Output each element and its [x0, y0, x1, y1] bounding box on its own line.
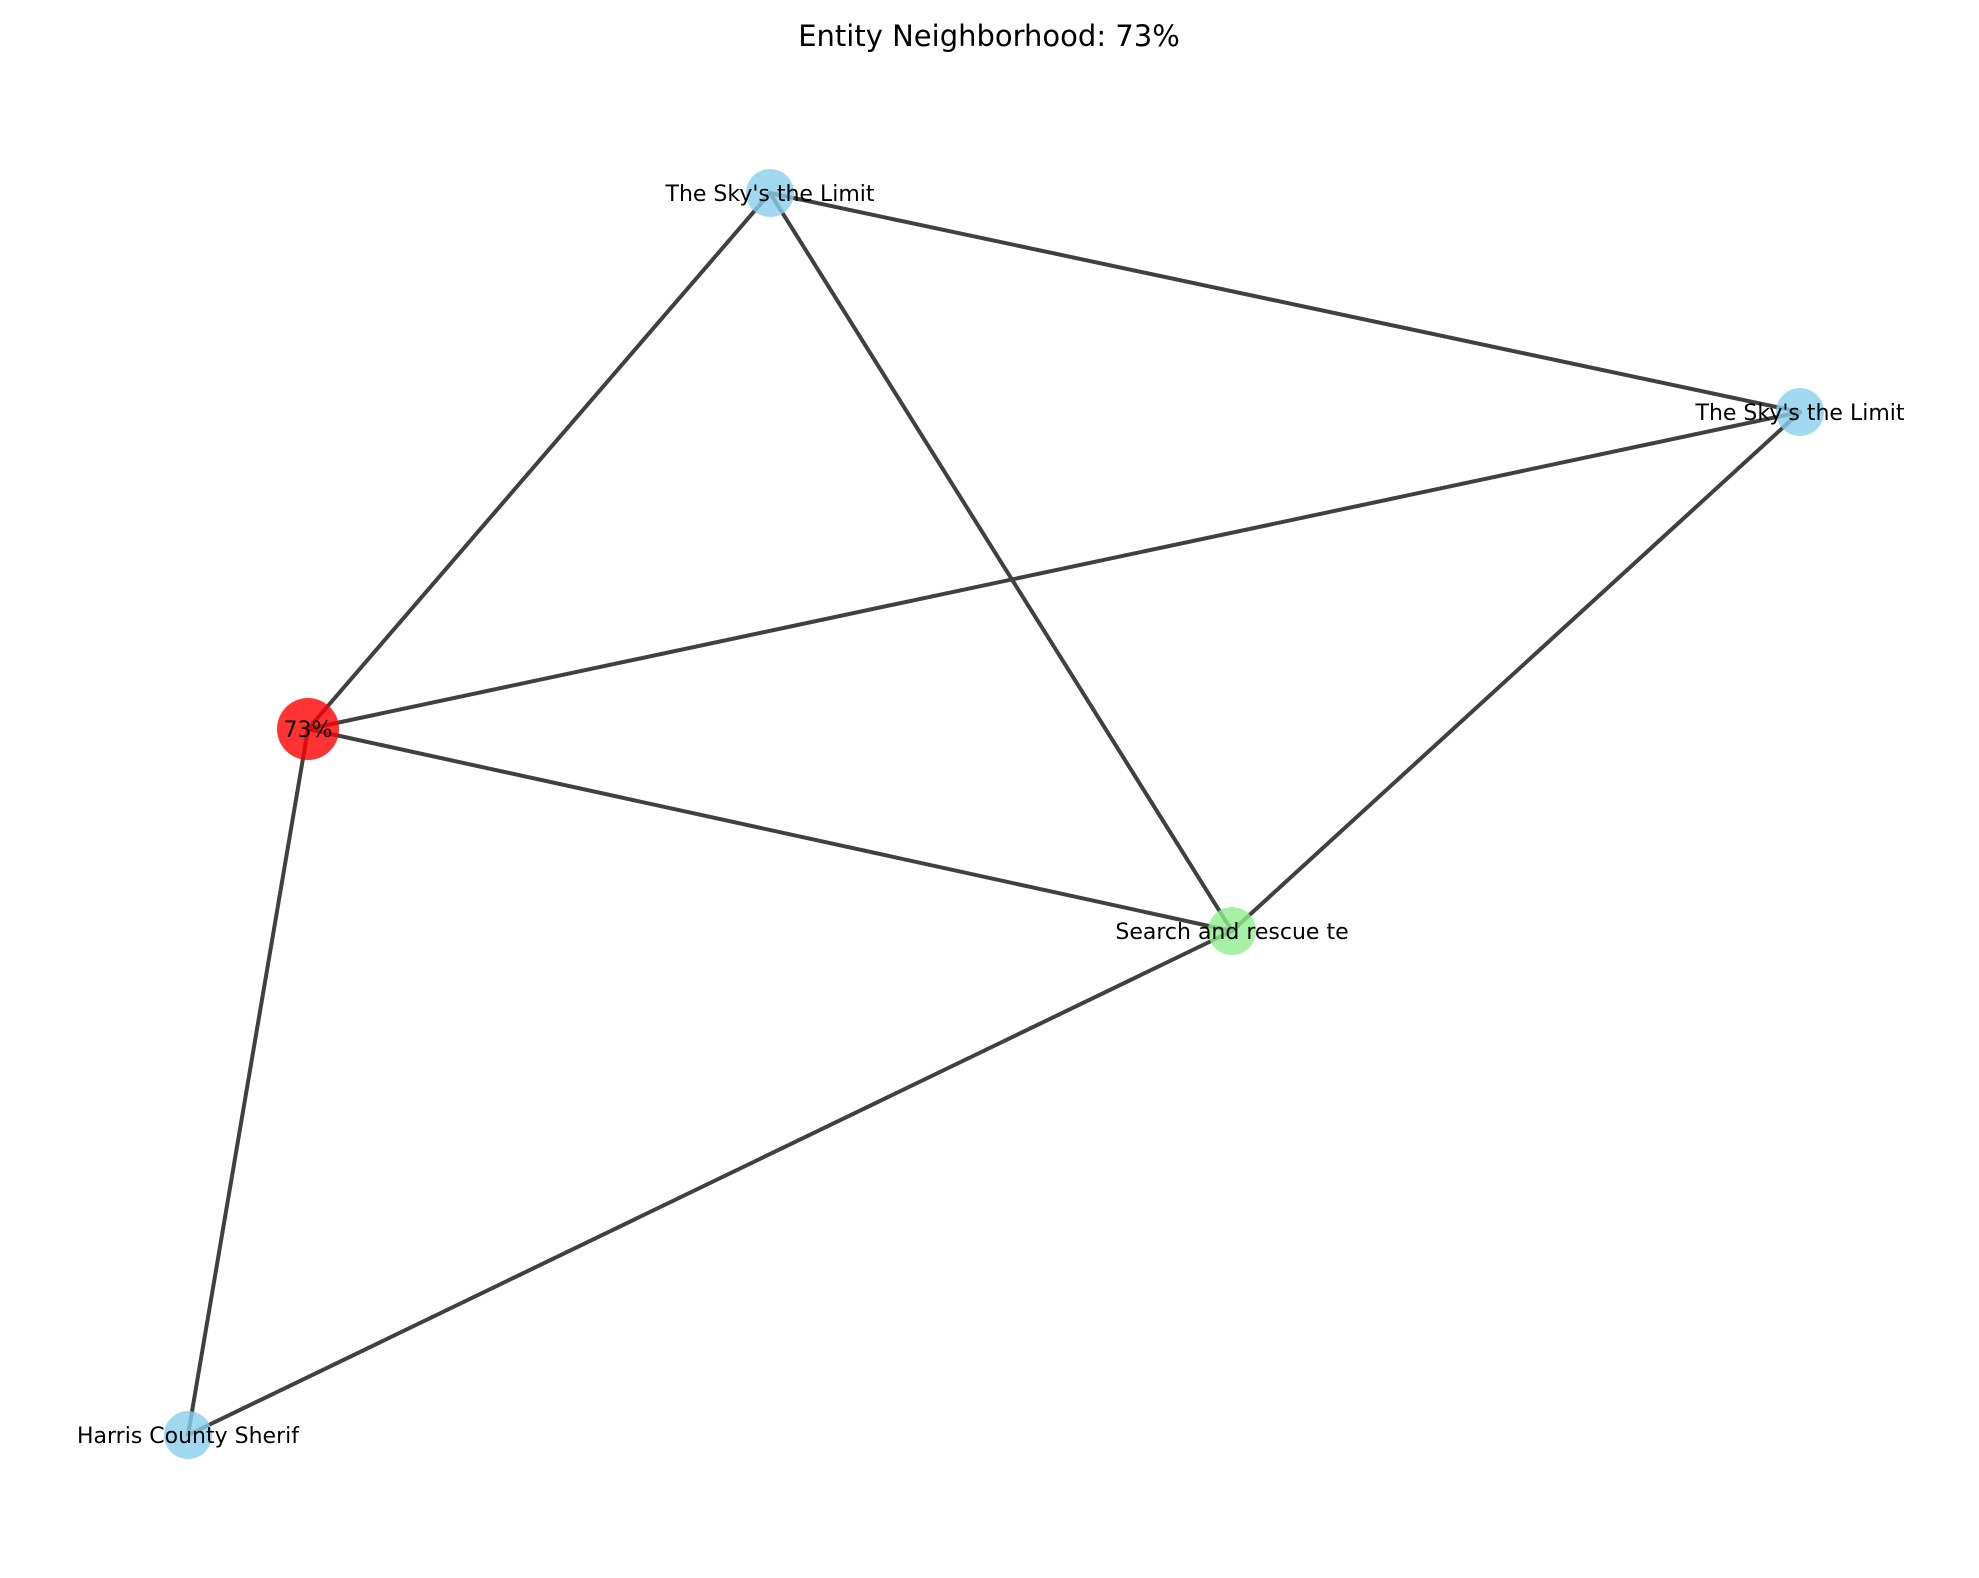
node-label: Harris County Sherif [77, 1424, 300, 1449]
edges-layer [186, 191, 1802, 1437]
graph-edge [306, 191, 772, 731]
node-label: The Sky's the Limit [1695, 401, 1905, 426]
node-label: Search and rescue te [1115, 920, 1348, 945]
center-node[interactable] [277, 698, 339, 760]
node-label: The Sky's the Limit [665, 182, 875, 207]
graph-edge [1230, 410, 1802, 933]
graph-edge [768, 191, 1802, 414]
node-label: 73% [284, 718, 333, 743]
graph-node[interactable] [1776, 388, 1824, 436]
graph-edge [186, 929, 1234, 1437]
graph-edge [306, 727, 1234, 933]
nodes-layer [164, 169, 1824, 1459]
graph-node[interactable] [746, 169, 794, 217]
graph-edge [768, 191, 1234, 933]
graph-edge [306, 410, 1802, 731]
graph-node[interactable] [164, 1411, 212, 1459]
graph-edge [186, 727, 310, 1437]
graph-title: Entity Neighborhood: 73% [798, 19, 1180, 53]
graph-node[interactable] [1208, 907, 1256, 955]
